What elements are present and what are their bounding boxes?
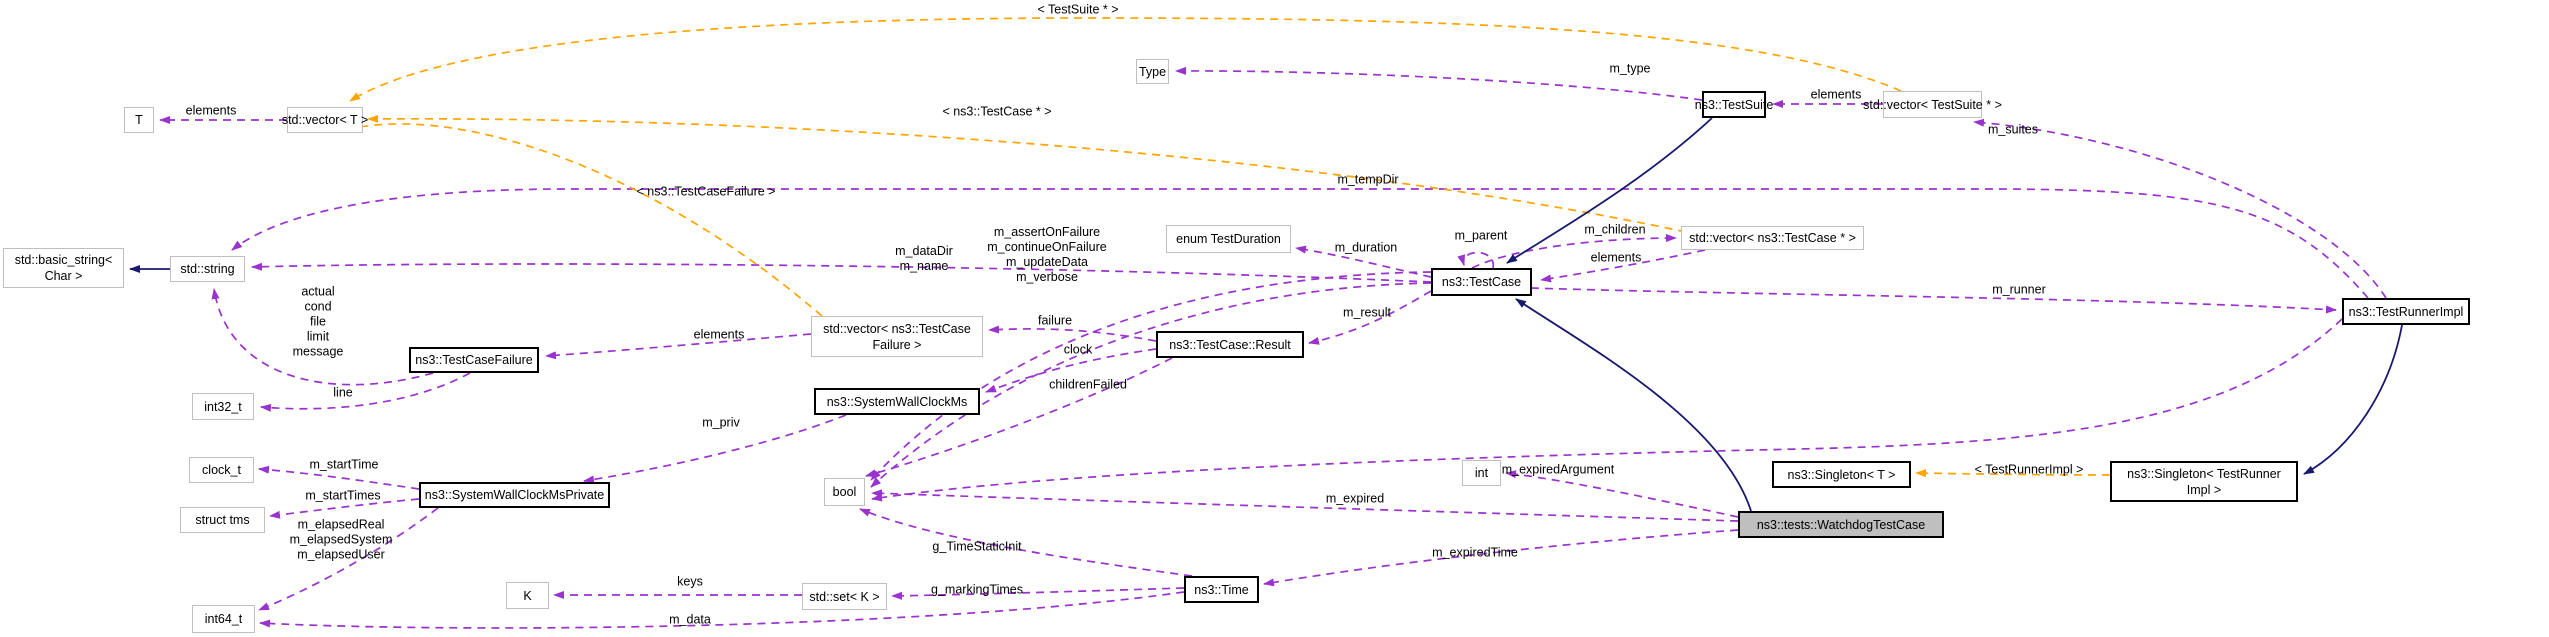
edge-tmpl-testcase — [367, 114, 1687, 233]
edge-failure — [988, 325, 1157, 342]
edge-string-fields — [211, 288, 434, 386]
edge-elements-vector-tcf — [545, 333, 812, 360]
edge-m-children — [1471, 234, 1677, 269]
node-type: Type — [1136, 59, 1169, 84]
edge-label-m-expired: m_expired — [1325, 491, 1385, 506]
edge-m-data — [259, 591, 1185, 629]
edge-inherit-testrunnerimpl — [2303, 324, 2403, 475]
node-time[interactable]: ns3::Time — [1184, 576, 1259, 603]
edge-m-expired — [871, 489, 1739, 522]
edge-label-m-data: m_data — [669, 612, 711, 627]
edge-line — [260, 372, 471, 412]
edge-label-bool-fields: m_assertOnFailure m_continueOnFailure m_… — [987, 225, 1107, 284]
edge-label-m-children: m_children — [1584, 222, 1646, 237]
node-clock-t: clock_t — [189, 457, 254, 483]
node-int64-t: int64_t — [192, 605, 255, 633]
edge-label-g-timestaticinit: g_TimeStaticInit — [932, 539, 1022, 554]
edge-label-elements-vector-t: elements — [185, 103, 237, 118]
edge-label-tmpl-testcasefailure: < ns3::TestCaseFailure > — [636, 184, 776, 199]
edge-label-m-expiredtime: m_expiredTime — [1432, 545, 1518, 560]
node-enum-testduration: enum TestDuration — [1166, 225, 1291, 253]
edge-label-clock: clock — [1063, 342, 1093, 357]
edge-label-m-datadir-m-name: m_dataDir m_name — [895, 244, 953, 273]
edge-label-m-expiredargument: m_expiredArgument — [1501, 462, 1615, 477]
edge-m-starttimes — [269, 498, 420, 519]
node-singleton-t[interactable]: ns3::Singleton< T > — [1772, 461, 1911, 488]
edge-m-elapsed — [258, 507, 439, 611]
edge-label-m-parent: m_parent — [1454, 228, 1508, 243]
edge-label-string-fields: actual cond file limit message — [292, 284, 344, 359]
edge-m-duration — [1295, 245, 1432, 278]
edge-label-line: line — [333, 385, 353, 400]
edge-m-starttime — [258, 465, 420, 490]
edge-tmpl-testcasefailure — [349, 122, 823, 317]
node-testcase[interactable]: ns3::TestCase — [1431, 268, 1532, 296]
node-int: int — [1462, 460, 1501, 486]
node-vector-testcase: std::vector< ns3::TestCase * > — [1681, 226, 1864, 250]
edge-bool-bundle-2 — [870, 282, 1432, 488]
edge-label-tmpl-testcase: < ns3::TestCase * > — [942, 104, 1052, 119]
edge-label-m-type: m_type — [1609, 61, 1651, 76]
edge-tmpl-testsuite — [349, 17, 1902, 102]
node-bool: bool — [824, 478, 865, 506]
edge-tmpl-testrunnerimpl — [1915, 469, 2111, 478]
edge-label-m-starttimes: m_startTimes — [305, 488, 381, 503]
edge-label-m-starttime: m_startTime — [309, 457, 379, 472]
node-struct-tms: struct tms — [180, 507, 265, 533]
edge-m-parent — [1457, 251, 1494, 269]
node-k: K — [506, 582, 549, 609]
node-swcm-private[interactable]: ns3::SystemWallClockMsPrivate — [419, 482, 610, 508]
edge-label-elements-vector-testsuite: elements — [1810, 87, 1862, 102]
node-testsuite[interactable]: ns3::TestSuite — [1695, 91, 1773, 118]
edge-label-childrenfailed: childrenFailed — [1049, 377, 1127, 392]
node-t: T — [124, 107, 154, 133]
node-vector-t: std::vector< T > — [282, 107, 368, 133]
edge-elements-vector-testcase — [1540, 249, 1706, 283]
edge-bool-bundle-1 — [870, 271, 1432, 481]
edge-g-timestaticinit — [859, 508, 1193, 577]
node-set-k: std::set< K > — [802, 583, 887, 610]
edge-label-m-tempdir: m_tempDir — [1337, 172, 1399, 187]
edge-m-expiredargument — [1505, 470, 1739, 518]
node-basic-string: std::basic_string< Char > — [3, 248, 124, 288]
edge-label-m-result: m_result — [1343, 305, 1391, 320]
node-testrunnerimpl[interactable]: ns3::TestRunnerImpl — [2342, 298, 2470, 325]
edge-inherit-testsuite — [1506, 117, 1713, 264]
edge-m-runner — [1530, 287, 2337, 314]
node-int32-t: int32_t — [192, 393, 254, 420]
edge-label-failure: failure — [1037, 313, 1073, 328]
edge-m-expiredtime — [1263, 529, 1739, 587]
edge-label-m-priv: m_priv — [702, 415, 740, 430]
edge-label-tmpl-testrunnerimpl: < TestRunnerImpl > — [1974, 462, 2084, 477]
node-string: std::string — [170, 256, 245, 282]
edge-m-result — [1308, 290, 1432, 345]
edge-m-type — [1175, 66, 1703, 101]
edge-label-tmpl-testsuite: < TestSuite * > — [1037, 2, 1119, 17]
node-testcase-result[interactable]: ns3::TestCase::Result — [1156, 331, 1304, 358]
node-testcasefailure[interactable]: ns3::TestCaseFailure — [409, 347, 539, 373]
edge-m-datadir-m-name — [251, 262, 1432, 283]
edge-g-markingtimes — [891, 587, 1185, 600]
edge-label-m-runner: m_runner — [1992, 282, 2046, 297]
edge-inherit-watchdog — [1515, 298, 1752, 512]
edge-m-priv — [583, 414, 847, 484]
edge-label-elapsed-fields: m_elapsedReal m_elapsedSystem m_elapsedU… — [289, 517, 393, 562]
edge-label-keys: keys — [677, 574, 703, 589]
edge-label-g-markingtimes: g_markingTimes — [931, 582, 1023, 597]
edge-bool-bundle-3 — [871, 318, 2343, 502]
node-vector-testcasefailure: std::vector< ns3::TestCase Failure > — [811, 316, 983, 357]
edge-childrenfailed — [865, 357, 1173, 478]
edge-label-m-suites: m_suites — [1987, 122, 2039, 137]
node-watchdog: ns3::tests::WatchdogTestCase — [1738, 511, 1944, 538]
edge-label-elements-vector-tcf: elements — [693, 327, 745, 342]
edge-clock — [985, 348, 1157, 393]
edge-m-tempdir — [231, 188, 2369, 299]
node-singleton-tri[interactable]: ns3::Singleton< TestRunner Impl > — [2110, 461, 2298, 502]
edge-label-elements-vector-testcase: elements — [1590, 250, 1642, 265]
node-vector-testsuite: std::vector< TestSuite * > — [1863, 91, 2002, 118]
node-systemwallclockms[interactable]: ns3::SystemWallClockMs — [814, 388, 980, 415]
edge-m-suites — [1973, 118, 2387, 299]
edge-label-m-duration: m_duration — [1334, 240, 1398, 255]
